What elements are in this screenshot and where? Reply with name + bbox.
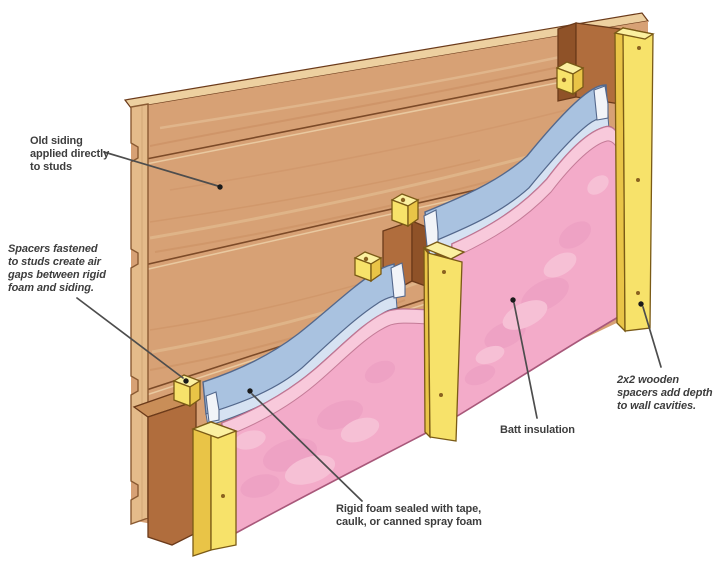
spacer-block-right — [555, 61, 585, 96]
spacer-block-mid-left — [353, 251, 383, 283]
label-batt-insulation: Batt insulation — [500, 424, 575, 437]
leader-wooden-spacers — [642, 306, 662, 368]
leader-batt-insulation — [513, 302, 538, 419]
label-line: spacers add depth — [617, 387, 713, 399]
foam-cut-edge — [423, 209, 439, 247]
fastener-dot — [363, 256, 369, 262]
siding-edge-profile — [130, 103, 149, 525]
label-line: gaps between rigid — [8, 269, 106, 281]
spacer-2x2-middle — [422, 241, 466, 442]
leader-spacers-fastened — [76, 297, 184, 379]
leader-dot-batt-insulation — [510, 297, 516, 303]
leader-dot-old-siding — [217, 184, 223, 190]
nail-hole — [442, 270, 446, 274]
rigid-foam-left-bay — [202, 262, 406, 427]
nail-hole — [439, 393, 443, 397]
label-line: Spacers fastened — [8, 243, 98, 255]
label-rigid-foam: Rigid foam sealed with tape, caulk, or c… — [336, 503, 482, 529]
spacer-2x2-left — [191, 421, 238, 557]
rigid-foam-right-bay — [423, 84, 610, 257]
batt-insulation-right — [451, 125, 621, 420]
fastener-dot — [400, 197, 406, 203]
foam-cut-edge — [593, 85, 609, 121]
leader-old-siding — [103, 151, 219, 187]
batt-insulation-left — [221, 308, 429, 534]
label-line: to studs — [30, 161, 72, 173]
leader-dot-wooden-spacers — [638, 301, 644, 307]
label-spacers-fastened: Spacers fastened to studs create air gap… — [8, 243, 106, 295]
leader-lines — [76, 151, 662, 502]
label-line: to wall cavities. — [617, 400, 697, 412]
leader-dot-spacers-fastened — [183, 378, 189, 384]
batt-texture — [464, 175, 609, 386]
label-wooden-spacers: 2x2 wooden spacers add depth to wall cav… — [617, 374, 713, 413]
label-line: applied directly — [30, 148, 110, 160]
label-line: 2x2 wooden — [617, 374, 679, 386]
nail-hole — [636, 178, 640, 182]
label-line: foam and siding. — [8, 282, 94, 294]
label-old-siding: Old siding applied directly to studs — [30, 135, 109, 174]
foam-cut-edge — [205, 391, 220, 423]
leader-rigid-foam — [251, 393, 363, 502]
stud-left — [132, 390, 198, 546]
label-line: caulk, or canned spray foam — [336, 516, 482, 528]
label-line: Old siding — [30, 135, 83, 147]
label-line: to studs create air — [8, 256, 101, 268]
leader-dot-rigid-foam — [247, 388, 253, 394]
label-line: Batt insulation — [500, 424, 575, 436]
spacer-2x2-right — [613, 26, 655, 333]
batt-texture — [234, 360, 396, 498]
nail-hole — [636, 291, 640, 295]
nail-hole — [221, 494, 225, 498]
nail-hole — [637, 46, 641, 50]
spacer-block-left — [172, 374, 202, 408]
fastener-dot — [561, 77, 567, 83]
spacer-block-mid-right — [390, 193, 420, 228]
label-line: Rigid foam sealed with tape, — [336, 503, 482, 515]
foam-cut-edge — [390, 262, 406, 299]
